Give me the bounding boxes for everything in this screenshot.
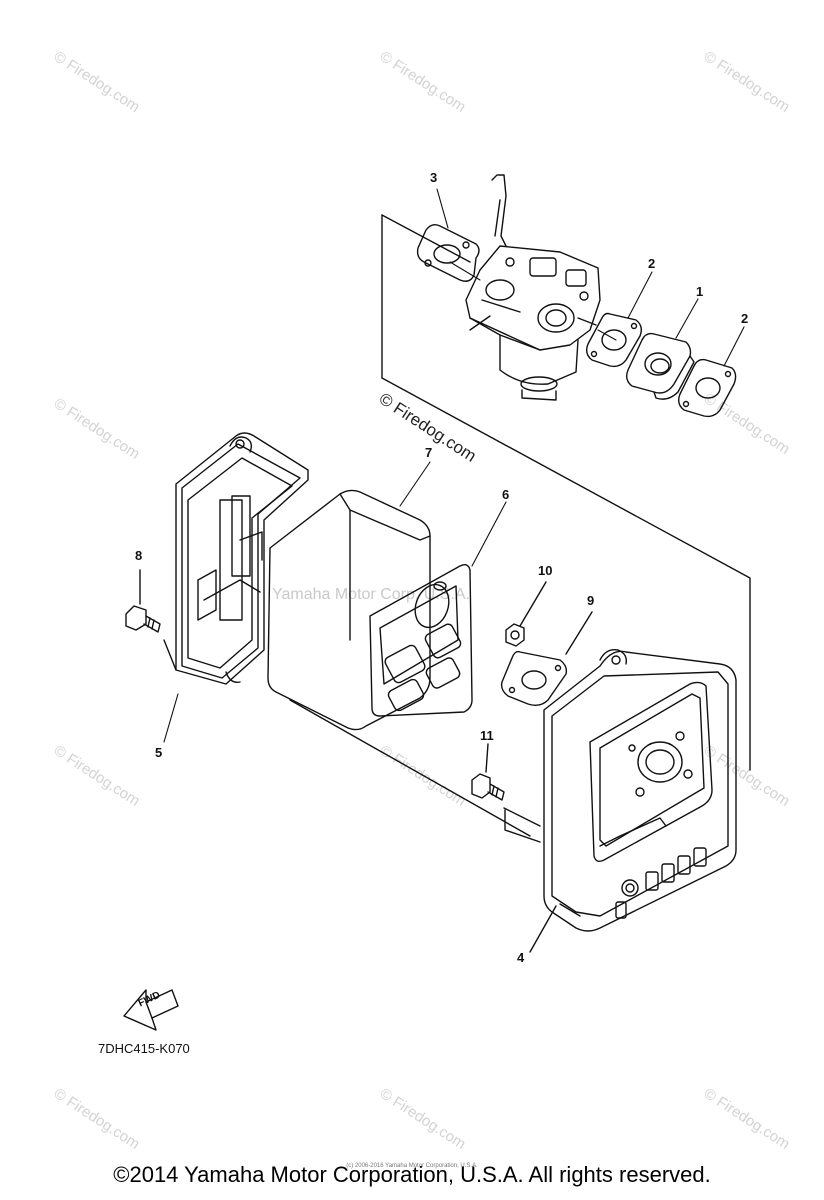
air-cleaner-case-part-5 — [163, 432, 309, 685]
carburetor — [465, 174, 601, 401]
callout-11: 11 — [480, 728, 494, 743]
leader-lines-lower — [163, 461, 507, 743]
watermark-center: Yamaha Motor Corp, U.S.A. — [272, 586, 470, 603]
nut-part-10 — [505, 581, 547, 647]
gasket-part-9 — [500, 611, 593, 707]
callout-5: 5 — [155, 745, 163, 760]
callout-4: 4 — [517, 950, 525, 965]
fine-print: (c) 2006-2016 Yamaha Motor Corporation, … — [346, 1163, 478, 1169]
callout-1: 1 — [696, 284, 704, 299]
callout-2: 2 — [648, 256, 656, 271]
assembly-frame-lower — [289, 699, 541, 843]
callout-7: 7 — [425, 445, 433, 460]
gasket-part-3 — [416, 223, 480, 282]
diagram-code: 7DHC415-K070 — [98, 1041, 190, 1056]
callout-2: 2 — [741, 311, 749, 326]
copyright-notice: ©2014 Yamaha Motor Corporation, U.S.A. A… — [113, 1162, 711, 1187]
spacer-part-1 — [625, 332, 695, 400]
element-frame-part-6 — [369, 563, 473, 717]
gasket-part-2-left — [585, 312, 643, 368]
air-cleaner-cover-part-4 — [529, 649, 737, 953]
leader-lines-top — [436, 188, 745, 367]
callout-9: 9 — [587, 593, 595, 608]
callout-3: 3 — [430, 170, 438, 185]
bolt-part-8 — [125, 569, 161, 633]
filter-element-part-7 — [267, 489, 431, 731]
callout-10: 10 — [538, 563, 553, 578]
callout-8: 8 — [135, 548, 143, 563]
carburetor-frame — [381, 214, 751, 771]
gasket-part-2-right — [677, 358, 737, 418]
fwd-arrow-icon — [123, 989, 179, 1031]
bolt-part-11 — [471, 743, 505, 801]
callout-6: 6 — [502, 487, 510, 502]
